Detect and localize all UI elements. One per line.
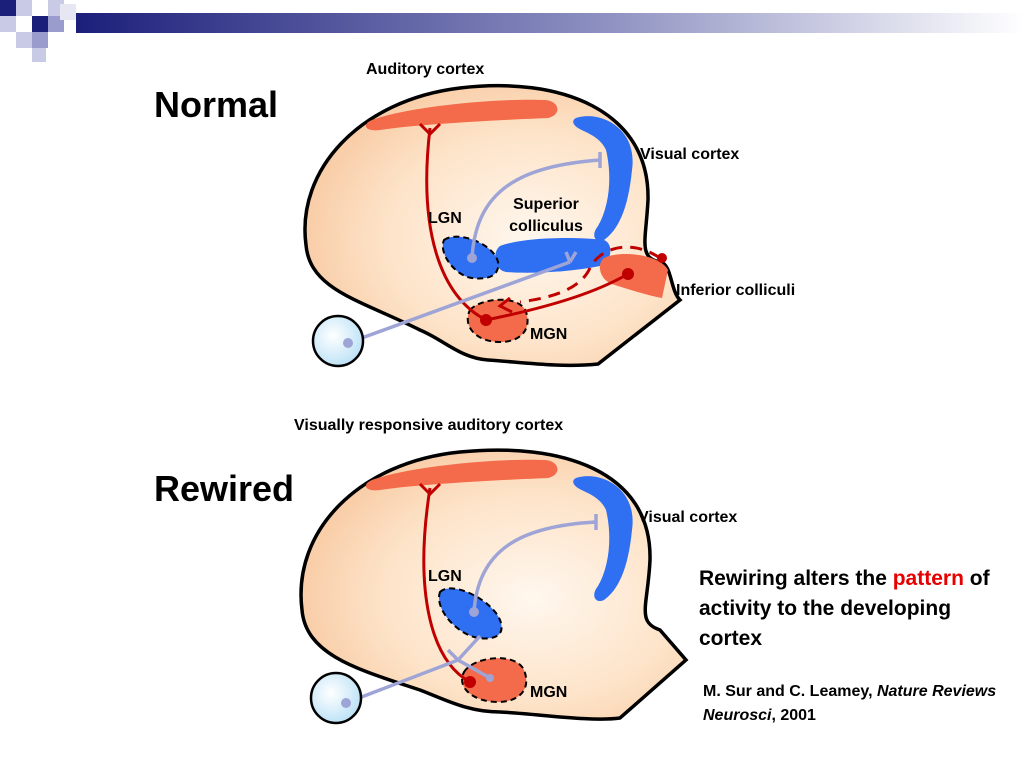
- label-superior-colliculus: Superior colliculus: [509, 196, 583, 235]
- citation-journal: Nature Reviews Neurosci: [703, 683, 997, 724]
- normal-eye: [311, 314, 365, 368]
- citation-year: , 2001: [771, 707, 816, 724]
- rewired-visual-radiation: [472, 520, 597, 613]
- label-visual-cortex-rewired: Visual cortex: [638, 509, 738, 526]
- caption-before: Rewiring alters the: [699, 567, 893, 590]
- rewired-brain-diagram: [299, 448, 689, 725]
- rewired-auditory-radiation: [422, 487, 471, 684]
- label-visual-cortex-normal: Visual cortex: [640, 146, 740, 163]
- rewired-visual-cortex: [573, 476, 633, 602]
- label-visually-responsive-auditory-cortex: Visually responsive auditory cortex: [294, 417, 564, 434]
- rewired-mgn: [461, 657, 528, 704]
- normal-superior-colliculus: [495, 238, 611, 273]
- normal-visual-cortex: [573, 116, 633, 242]
- rewired-auditory-cortex: [365, 459, 558, 491]
- label-inferior-colliculi: Inferior colliculi: [676, 282, 796, 299]
- caption-highlight: pattern: [892, 567, 964, 590]
- rewired-eye: [309, 671, 363, 725]
- header-decoration: [0, 0, 1024, 62]
- label-lgn-normal: LGN: [428, 210, 462, 227]
- normal-title: Normal: [154, 84, 279, 125]
- citation-authors: M. Sur and C. Leamey,: [703, 683, 877, 700]
- normal-brain-diagram: [303, 83, 683, 368]
- normal-visual-radiation: [470, 158, 601, 259]
- rewired-title: Rewired: [154, 468, 295, 509]
- normal-mgn: [466, 298, 529, 344]
- normal-auditory-cortex: [365, 99, 558, 131]
- rewired-brain-outline: [299, 448, 689, 721]
- label-mgn-normal: MGN: [530, 326, 568, 343]
- normal-retinal-to-colliculus-dashed: [519, 245, 661, 304]
- normal-optic-tract: [347, 260, 571, 345]
- normal-inferior-colliculi: [599, 254, 668, 298]
- citation: M. Sur and C. Leamey, Nature Reviews Neu…: [703, 680, 1013, 728]
- label-auditory-cortex: Auditory cortex: [366, 61, 485, 78]
- caption: Rewiring alters the pattern of activity …: [699, 564, 1009, 654]
- normal-auditory-radiation: [425, 127, 487, 322]
- caption-after: of activity to the developing cortex: [699, 567, 990, 650]
- normal-auditory-pathway: [485, 272, 629, 322]
- label-lgn-rewired: LGN: [428, 568, 462, 585]
- label-mgn-rewired: MGN: [530, 684, 568, 701]
